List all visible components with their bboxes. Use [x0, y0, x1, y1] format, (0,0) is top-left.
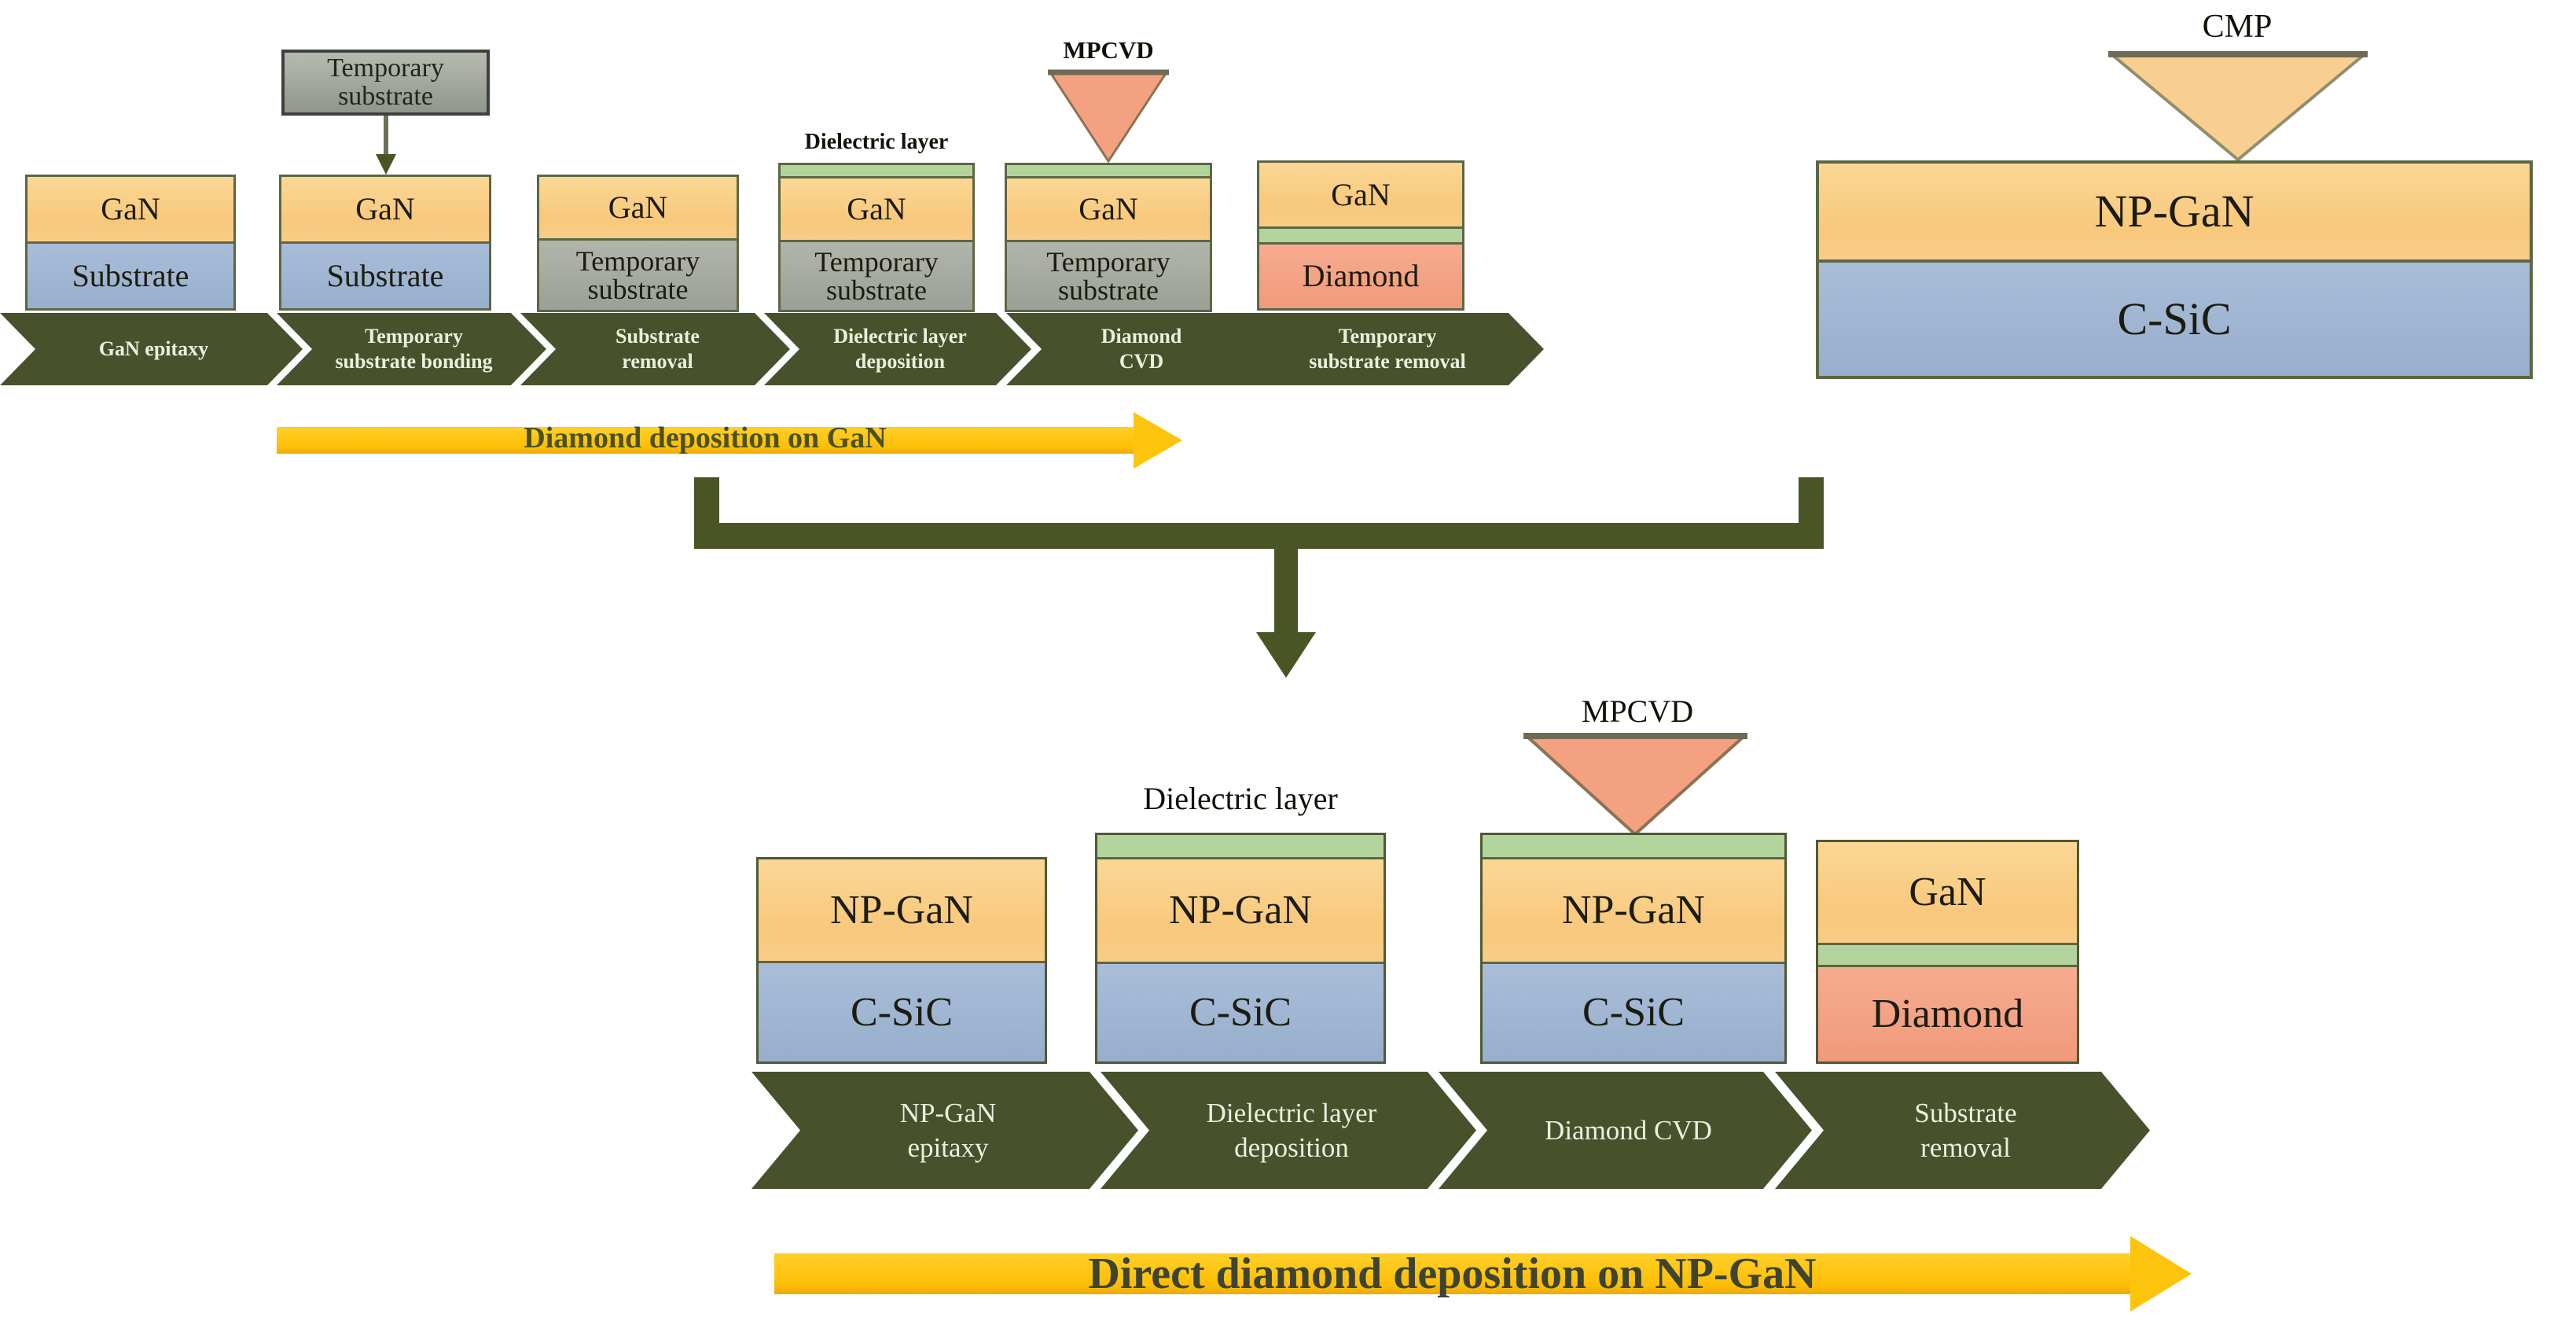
step-chevron-diamond-cvd: Diamond CVD [1439, 1072, 1812, 1189]
layer-temporary-substrate: Temporary substrate [781, 240, 972, 310]
layer-dielectric [1007, 165, 1210, 176]
layer-gan: GaN [1007, 175, 1210, 241]
bracket-connector-left-tick [694, 477, 719, 549]
bracket-connector-right-tick [1799, 477, 1824, 549]
bracket-connector-bar [694, 523, 1824, 549]
top-stage5-stack: GaN Temporary substrate [1005, 163, 1212, 312]
cmp-label: CMP [2202, 9, 2273, 45]
mpcvd-label: MPCVD [1063, 36, 1154, 64]
step-chevron-np-gan-epitaxy: NP-GaN epitaxy [751, 1072, 1138, 1189]
layer-c-sic: C-SiC [759, 961, 1045, 1062]
layer-gan: GaN [1818, 842, 2077, 944]
step-chevron-substrate-removal: Substrate removal [1775, 1072, 2150, 1189]
top-stage4-stack: GaN Temporary substrate [778, 163, 975, 312]
step-chevron-temp-substrate-bonding: Temporary substrate bonding [277, 313, 546, 385]
bottom-flow-arrow-head-icon [2130, 1236, 2192, 1312]
layer-np-gan: NP-GaN [759, 859, 1045, 962]
layer-c-sic: C-SiC [1097, 962, 1384, 1062]
top-flow-arrow-head-icon [1134, 412, 1182, 469]
layer-diamond: Diamond [1818, 964, 2077, 1062]
layer-dielectric [1259, 226, 1462, 242]
final-structure-stack: NP-GaN C-SiC [1816, 160, 2533, 379]
top-stage3-stack: GaN Temporary substrate [537, 175, 739, 312]
top-flow-arrow [277, 427, 1134, 454]
layer-dielectric [1097, 835, 1384, 857]
bottom-stage1-stack: NP-GaN C-SiC [756, 857, 1047, 1064]
layer-gan: GaN [281, 177, 489, 241]
bottom-stage3-stack: NP-GaN C-SiC [1480, 833, 1787, 1064]
mpcvd-triangle-icon [1523, 733, 1747, 837]
top-flow-arrow-label: Diamond deposition on GaN [524, 421, 887, 454]
layer-temporary-substrate: Temporary substrate [1007, 240, 1210, 310]
layer-gan: GaN [539, 177, 737, 239]
layer-temporary-substrate: Temporary substrate [539, 238, 737, 310]
dielectric-layer-label: Dielectric layer [1143, 781, 1338, 816]
bonding-arrow-head-icon [376, 154, 396, 175]
layer-dielectric [1818, 943, 2077, 965]
layer-diamond: Diamond [1259, 241, 1462, 308]
bottom-stage2-stack: NP-GaN C-SiC [1095, 833, 1386, 1064]
step-chevron-dielectric-deposition: Dielectric layer deposition [764, 313, 1031, 385]
bonding-arrow [384, 116, 388, 156]
step-chevron-gan-epitaxy: GaN epitaxy [0, 313, 303, 385]
down-arrow-shaft [1274, 549, 1298, 634]
layer-substrate: Substrate [281, 241, 489, 308]
step-chevron-temp-substrate-removal: Temporary substrate removal [1226, 313, 1544, 385]
bottom-flow-arrow-label: Direct diamond deposition on NP-GaN [1088, 1249, 1817, 1298]
down-arrow-head-icon [1256, 632, 1316, 678]
layer-dielectric [1483, 835, 1784, 857]
step-chevron-diamond-cvd: Diamond CVD [1006, 313, 1272, 385]
layer-c-sic: C-SiC [1819, 259, 2530, 376]
layer-gan: GaN [781, 175, 972, 241]
mpcvd-label: MPCVD [1581, 694, 1694, 729]
top-stage2-stack: GaN Substrate [279, 175, 491, 311]
top-stage1-stack: GaN Substrate [25, 175, 236, 311]
layer-dielectric [781, 165, 972, 176]
temporary-substrate-box: Temporary substrate [281, 50, 490, 116]
bottom-flow-arrow [774, 1253, 2130, 1294]
bottom-stage4-stack: GaN Diamond [1816, 840, 2079, 1064]
layer-np-gan: NP-GaN [1483, 857, 1784, 962]
cmp-triangle-icon [2108, 51, 2368, 162]
top-stage6-stack: GaN Diamond [1257, 160, 1464, 311]
step-chevron-dielectric-deposition: Dielectric layer deposition [1101, 1072, 1476, 1189]
dielectric-layer-label: Dielectric layer [804, 130, 949, 154]
layer-gan: GaN [28, 177, 233, 241]
mpcvd-triangle-icon [1048, 69, 1169, 164]
layer-np-gan: NP-GaN [1097, 857, 1384, 962]
step-chevron-substrate-removal: Substrate removal [520, 313, 790, 385]
layer-gan: GaN [1259, 163, 1462, 227]
layer-c-sic: C-SiC [1483, 962, 1784, 1062]
layer-np-gan: NP-GaN [1819, 164, 2530, 260]
layer-substrate: Substrate [28, 241, 233, 308]
